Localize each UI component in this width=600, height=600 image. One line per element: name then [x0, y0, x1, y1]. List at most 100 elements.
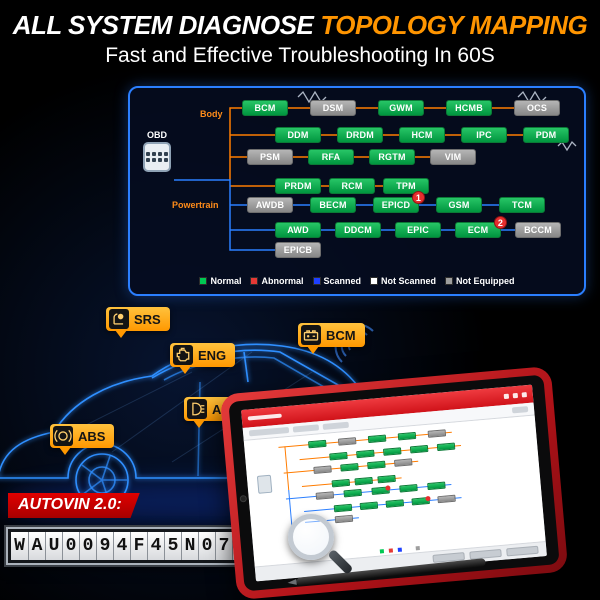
- engine-icon: [173, 345, 193, 365]
- abnormal-count-badge: 1: [412, 191, 425, 204]
- topology-node-vim: VIM: [430, 149, 476, 165]
- legend-swatch: [370, 277, 379, 285]
- topology-node-pdm: PDM: [436, 442, 456, 452]
- obd-connector: OBD: [138, 130, 176, 172]
- topology-node-bccm: BCCM: [515, 222, 561, 238]
- callout-srs: SRS: [106, 307, 170, 338]
- mini-legend-dot: [397, 547, 403, 552]
- topology-row-powertrain-3: EPICB: [275, 242, 321, 258]
- vin-digit: N: [181, 532, 198, 560]
- legend-item: Scanned: [312, 276, 362, 286]
- autovin-label: AUTOVIN 2.0:: [8, 493, 140, 518]
- topology-node-hcm: HCM: [399, 127, 445, 143]
- legend-label: Normal: [210, 276, 242, 286]
- abs-icon: [53, 426, 73, 446]
- legend-label: Not Scanned: [381, 276, 437, 286]
- vin-digit: 7: [215, 532, 232, 560]
- topology-node-bcm: BCM: [308, 439, 327, 449]
- topology-node-drdm: DRDM: [337, 127, 383, 143]
- topology-node-tpm: TPM: [383, 178, 429, 194]
- topology-node-prdm: PRDM: [275, 178, 321, 194]
- legend-label: Scanned: [323, 276, 362, 286]
- topology-node-dsm: DSM: [310, 100, 356, 116]
- topology-node-hcmb: HCMB: [397, 431, 417, 441]
- legend-swatch: [250, 277, 259, 285]
- topology-node-hcmb: HCMB: [446, 100, 492, 116]
- statusbar-icon: [512, 392, 519, 398]
- topology-node-gwm: GWM: [367, 434, 387, 444]
- airbag-icon: [109, 309, 129, 329]
- mini-topology-row: EPICB: [334, 514, 354, 524]
- mini-legend-dot: [406, 546, 411, 552]
- topology-node-ipc: IPC: [461, 127, 507, 143]
- mini-legend: [379, 546, 420, 554]
- callout-label: BCM: [326, 327, 356, 343]
- section-label-powertrain: Powertrain: [172, 200, 219, 210]
- obd-port-icon: [143, 142, 171, 172]
- callout-eng: ENG: [170, 343, 236, 374]
- toolbar-item-placeholder: [248, 426, 290, 437]
- vin-digit: 4: [113, 532, 130, 560]
- mini-legend-dot: [415, 546, 420, 551]
- legend-item: Normal: [199, 276, 241, 286]
- battery-icon: [301, 325, 321, 345]
- abnormal-count-badge: 2: [494, 216, 507, 229]
- topology-node-rgtm: RGTM: [369, 149, 415, 165]
- headlight-icon: [187, 399, 207, 419]
- topology-node-awdb: AWDB: [315, 491, 335, 500]
- legend-swatch: [312, 277, 321, 285]
- topology-node-ocs: OCS: [514, 100, 560, 116]
- legend-label: Not Equipped: [456, 276, 515, 286]
- subtitle: Fast and Effective Troubleshooting In 60…: [105, 44, 495, 67]
- topology-node-rcm: RCM: [354, 476, 373, 486]
- topology-node-tpm: TPM: [377, 474, 396, 484]
- vin-digit: 5: [164, 532, 181, 560]
- topology-node-gsm: GSM: [436, 197, 482, 213]
- statusbar-icon: [521, 391, 527, 398]
- legend-swatch: [199, 277, 208, 285]
- mini-obd-icon: [256, 474, 273, 494]
- vin-digit: F: [130, 532, 147, 560]
- legend-label: Abnormal: [261, 276, 304, 286]
- callout-label: ENG: [198, 347, 227, 363]
- vin-digit: 9: [96, 532, 113, 560]
- callout-label: SRS: [134, 311, 161, 327]
- vin-digit: 0: [79, 532, 96, 560]
- mini-legend-dot: [379, 549, 385, 554]
- topology-node-epicb: EPICB: [334, 514, 354, 524]
- topology-node-awd: AWD: [333, 503, 353, 513]
- autovin-label-text: AUTOVIN 2.0:: [18, 496, 122, 513]
- topology-node-pdm: PDM: [523, 127, 569, 143]
- topology-node-becm: BECM: [343, 488, 362, 498]
- legend-item: Not Equipped: [445, 276, 515, 286]
- toolbar-item-placeholder: [292, 424, 320, 433]
- callout-abs: ABS: [50, 424, 115, 455]
- topology-node-becm: BECM: [310, 197, 356, 213]
- vin-digit: U: [45, 532, 62, 560]
- obd-label: OBD: [147, 130, 167, 140]
- topology-node-dsm: DSM: [337, 437, 357, 446]
- magnifier-icon: [288, 514, 354, 575]
- topology-node-ddm: DDM: [275, 127, 321, 143]
- statusbar-title-placeholder: [247, 413, 282, 421]
- topology-node-tcm: TCM: [499, 197, 545, 213]
- topology-node-ddcm: DDCM: [335, 222, 381, 238]
- mini-legend-dot: [388, 548, 394, 553]
- callout-label: ABS: [78, 428, 106, 444]
